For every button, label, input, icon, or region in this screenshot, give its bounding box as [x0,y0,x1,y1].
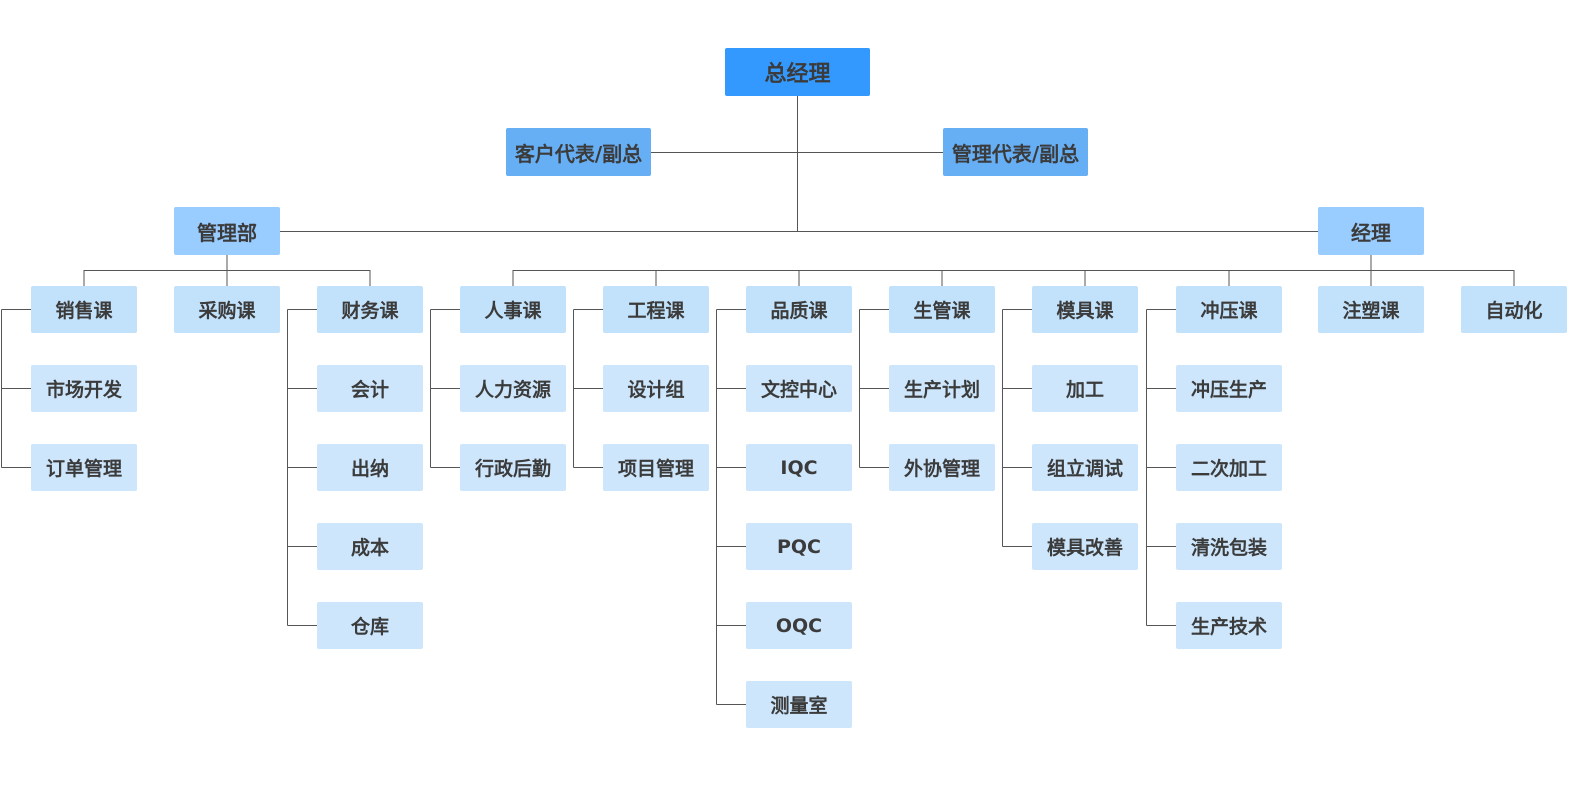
dept-品质课: 品质课 [746,286,852,333]
unit-生产计划: 生产计划 [889,365,995,412]
dept-自动化: 自动化 [1461,286,1567,333]
unit-外协管理: 外协管理 [889,444,995,491]
dept-工程课: 工程课 [603,286,709,333]
unit-二次加工: 二次加工 [1176,444,1282,491]
unit-项目管理: 项目管理 [603,444,709,491]
node-deputy-right: 管理代表/副总 [943,128,1088,176]
unit-市场开发: 市场开发 [31,365,137,412]
node-deputy-left: 客户代表/副总 [506,128,651,176]
unit-模具改善: 模具改善 [1032,523,1138,570]
unit-冲压生产: 冲压生产 [1176,365,1282,412]
node-division-left: 管理部 [174,207,280,255]
unit-文控中心: 文控中心 [746,365,852,412]
node-ceo: 总经理 [725,48,870,96]
dept-销售课: 销售课 [31,286,137,333]
unit-清洗包装: 清洗包装 [1176,523,1282,570]
dept-注塑课: 注塑课 [1318,286,1424,333]
node-division-right: 经理 [1318,207,1424,255]
dept-采购课: 采购课 [174,286,280,333]
unit-OQC: OQC [746,602,852,649]
dept-模具课: 模具课 [1032,286,1138,333]
unit-生产技术: 生产技术 [1176,602,1282,649]
unit-订单管理: 订单管理 [31,444,137,491]
unit-仓库: 仓库 [317,602,423,649]
unit-加工: 加工 [1032,365,1138,412]
unit-出纳: 出纳 [317,444,423,491]
unit-设计组: 设计组 [603,365,709,412]
unit-行政后勤: 行政后勤 [460,444,566,491]
unit-PQC: PQC [746,523,852,570]
unit-成本: 成本 [317,523,423,570]
dept-冲压课: 冲压课 [1176,286,1282,333]
unit-测量室: 测量室 [746,681,852,728]
unit-会计: 会计 [317,365,423,412]
dept-财务课: 财务课 [317,286,423,333]
dept-人事课: 人事课 [460,286,566,333]
unit-IQC: IQC [746,444,852,491]
unit-组立调试: 组立调试 [1032,444,1138,491]
unit-人力资源: 人力资源 [460,365,566,412]
dept-生管课: 生管课 [889,286,995,333]
